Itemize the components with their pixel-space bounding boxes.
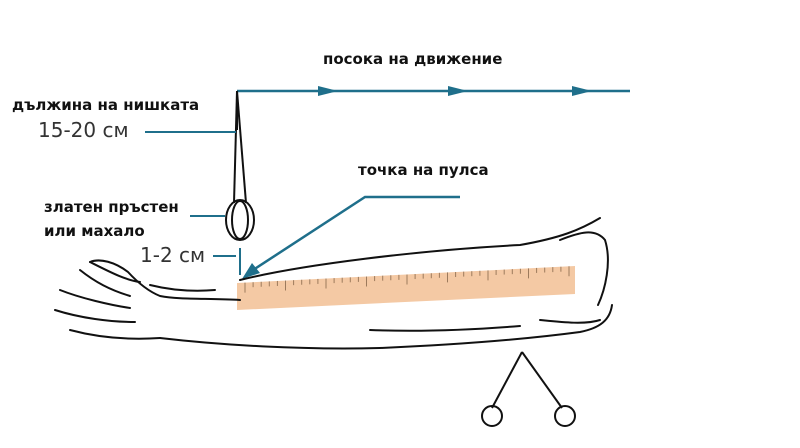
arm-outline [54,217,613,350]
thread [233,90,247,204]
pulse-pointer [242,195,460,279]
label-connectors [145,131,241,275]
pulse-point-label: точка на пулса [358,161,489,179]
lower-pendulum-icon [481,351,576,427]
direction-label: посока на движение [323,50,503,68]
ring-label-line1: златен пръстен [44,198,179,216]
direction-arrow-line [237,86,630,96]
thread-length-label: дължина на нишката [12,96,200,114]
distance-value: 1-2 см [140,243,206,267]
ring-icon [225,199,255,241]
ring-label-line2: или махало [44,222,145,240]
thread-length-value: 15-20 см [38,118,129,142]
ruler [237,266,575,310]
